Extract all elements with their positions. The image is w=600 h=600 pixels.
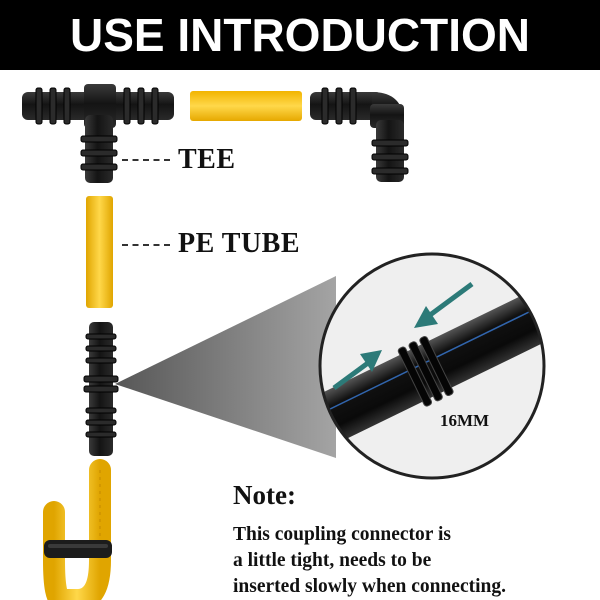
magnified-detail: [318, 252, 546, 480]
elbow-connector: [310, 87, 409, 182]
insert-arrow-left-icon: [332, 350, 382, 391]
title-banner: USE INTRODUCTION: [0, 0, 600, 70]
insert-arrow-right-icon: [414, 281, 474, 328]
horizontal-tube: [190, 91, 302, 121]
note-line: This coupling connector is: [233, 524, 451, 545]
note-body: This coupling connector is a little tigh…: [233, 522, 598, 600]
note-title: Note:: [233, 480, 296, 510]
tee-label: TEE: [178, 144, 236, 175]
tee-connector: [22, 84, 174, 183]
magnifier-cone: [115, 276, 336, 458]
note-line: inserted slowly when connecting.: [233, 576, 506, 597]
banner-title: USE INTRODUCTION: [70, 9, 530, 61]
pe-tube-leader-line: [122, 244, 170, 246]
tee-leader-line: [122, 159, 170, 161]
pe-tube-label: PE TUBE: [178, 228, 301, 259]
note-line: a little tight, needs to be: [233, 550, 432, 571]
product-illustration: [22, 84, 546, 600]
bent-tube-with-clamp: [43, 459, 112, 600]
coupling-connector: [83, 322, 119, 456]
diameter-label: 16MM: [440, 411, 490, 430]
vertical-tube: [86, 196, 113, 308]
